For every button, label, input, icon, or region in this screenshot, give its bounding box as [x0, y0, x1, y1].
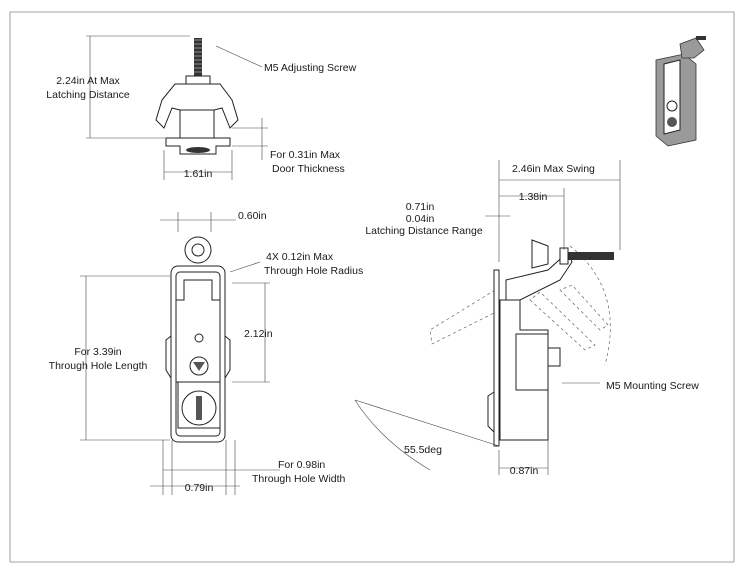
label-range-2: 0.04in [406, 213, 435, 225]
label-swing: 2.46in Max Swing [512, 163, 595, 175]
label-mounting-screw: M5 Mounting Screw [606, 380, 699, 392]
top-view [86, 35, 268, 180]
drawing-border [9, 11, 735, 563]
label-max-latching-1: 2.24in At Max [56, 75, 120, 87]
label-radius-1: 4X 0.12in Max [266, 251, 334, 263]
label-door-1: For 0.31in Max [270, 149, 341, 161]
front-view [80, 212, 280, 495]
label-adjusting-screw: M5 Adjusting Screw [264, 62, 357, 74]
adjusting-screw-side [566, 252, 614, 260]
label-center: 2.12in [244, 328, 273, 340]
latch-flange-top [165, 137, 231, 155]
label-radius-2: Through Hole Radius [264, 265, 363, 277]
label-length-1: For 3.39in [74, 346, 121, 358]
label-range-1: 0.71in [406, 201, 435, 213]
label-top-width: 1.61in [184, 168, 213, 180]
label-depth: 0.87in [510, 465, 539, 477]
label-max-latching-2: Latching Distance [46, 89, 130, 101]
label-hole-width-2: Through Hole Width [252, 473, 346, 485]
label-range-3: Latching Distance Range [365, 225, 482, 237]
label-138: 1.38in [519, 191, 548, 203]
swing-arc [569, 245, 611, 366]
door-panel [493, 269, 500, 447]
labels: 2.24in At Max Latching Distance M5 Adjus… [46, 62, 699, 494]
label-door-2: Door Thickness [272, 163, 345, 175]
label-length-2: Through Hole Length [49, 360, 148, 372]
screw-nut [185, 75, 211, 85]
side-view [354, 160, 621, 475]
adjusting-screw-thread [194, 38, 202, 76]
isometric-preview [655, 36, 706, 147]
label-offset: 0.60in [238, 210, 267, 222]
mounting-screw-side [547, 347, 561, 367]
label-angle: 55.5deg [404, 444, 442, 456]
label-hole-width-1: For 0.98in [278, 459, 325, 471]
label-front-width: 0.79in [185, 482, 214, 494]
